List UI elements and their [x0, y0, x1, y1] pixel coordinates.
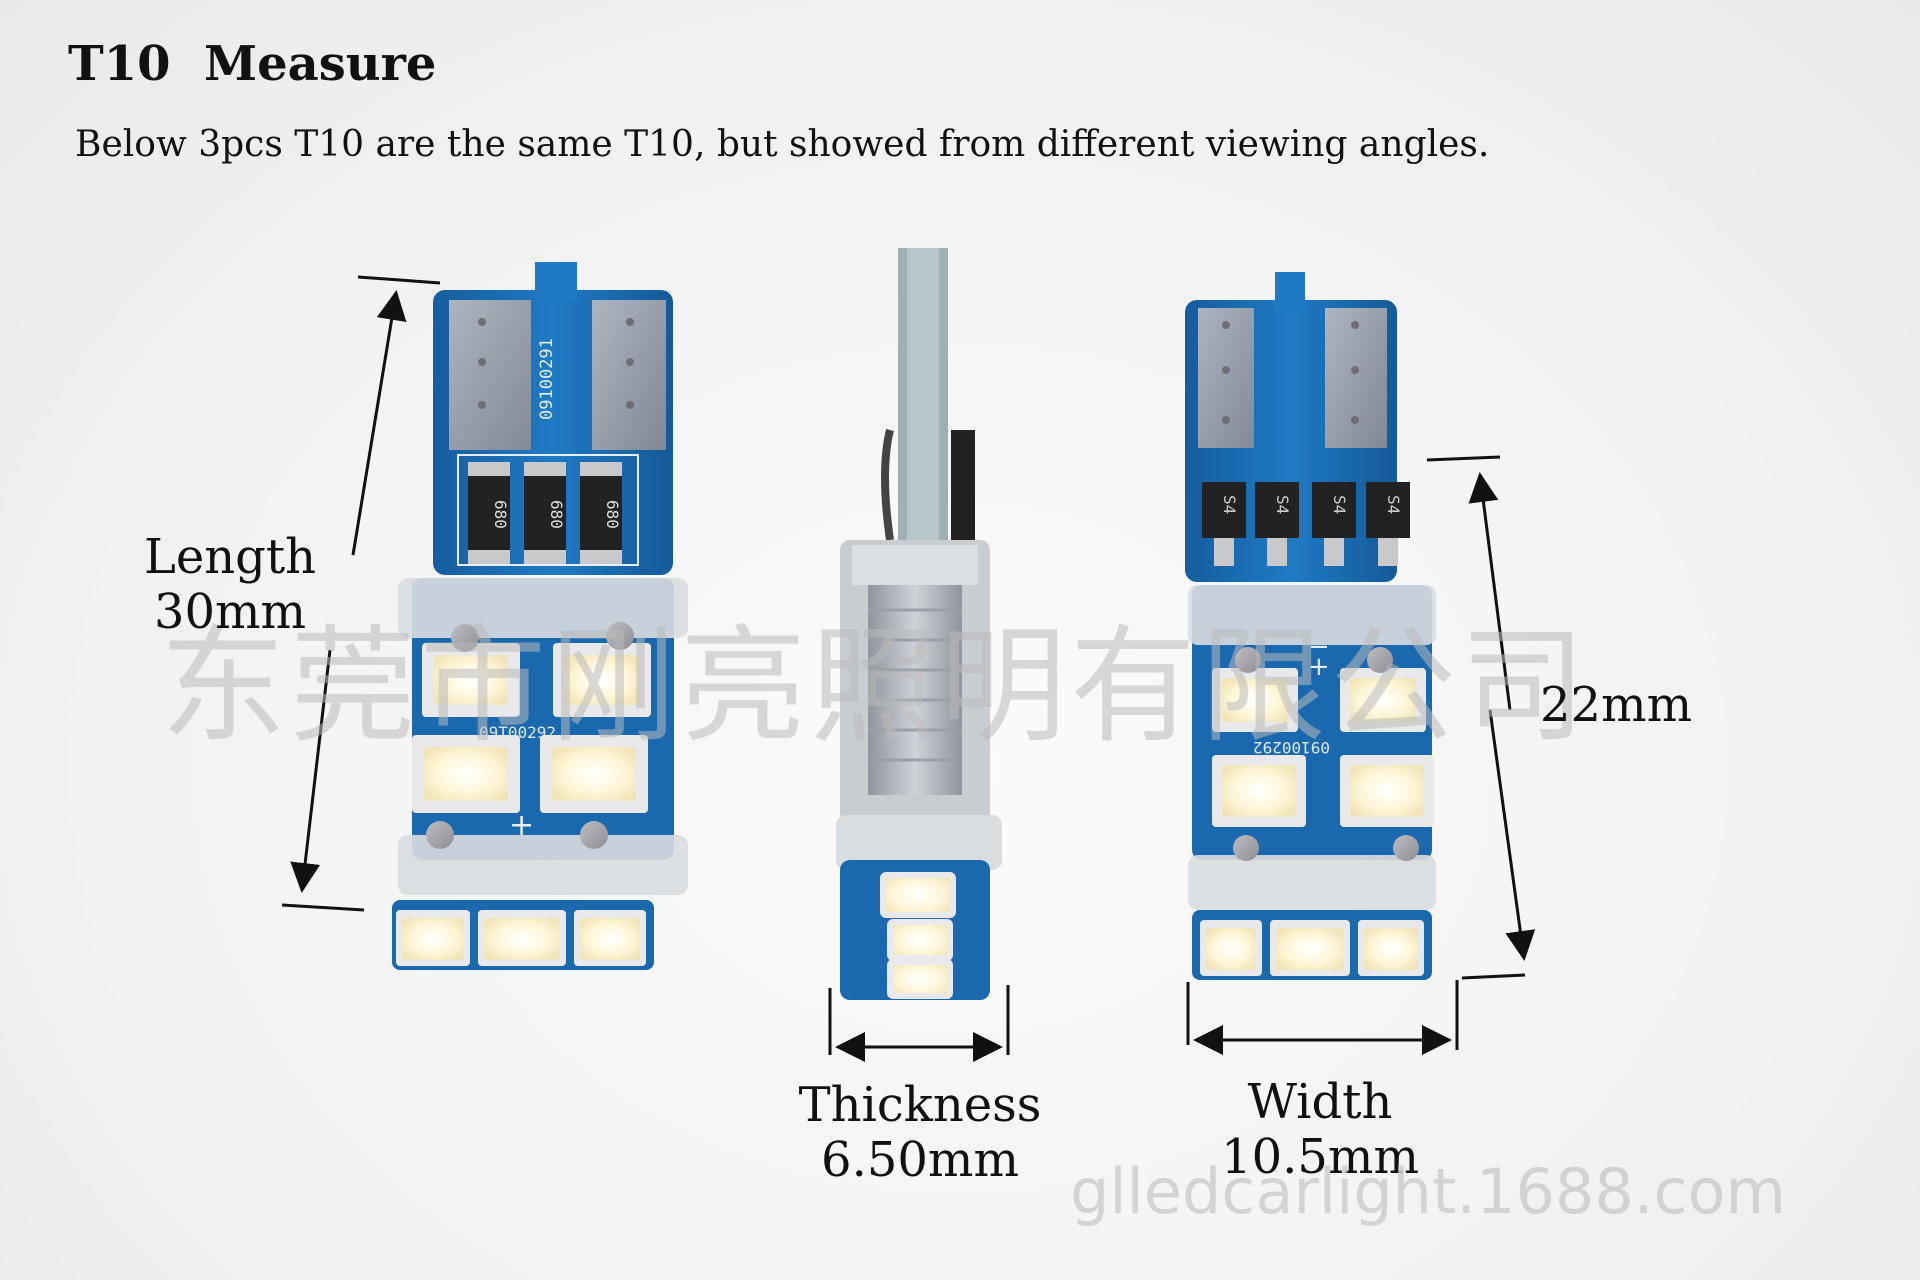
- length-value: 30mm: [153, 584, 307, 641]
- width-label: Width 10.5mm: [1200, 1074, 1440, 1186]
- plus-sign: +: [1308, 652, 1330, 682]
- left-led-code: 09T00292: [479, 723, 556, 742]
- length-dimension: [281, 275, 441, 912]
- left-bulb: 09100291 680 680 680: [392, 262, 688, 970]
- right-led-code: 09100292: [1253, 738, 1330, 757]
- left-board-code: 09100291: [537, 338, 557, 420]
- width-name: Width: [1247, 1074, 1393, 1130]
- thickness-name: Thickness: [798, 1077, 1042, 1133]
- watermark-chinese: 东莞市刚亮照明有限公司: [160, 613, 1590, 760]
- plus-sign: +: [509, 808, 534, 843]
- middle-bulb: [836, 248, 1002, 1000]
- thickness-dimension: [828, 985, 1010, 1062]
- right-bulb: S4 S4 S4 S4 − + 09100292: [1185, 272, 1436, 980]
- minus-sign: −: [1308, 632, 1330, 662]
- resistor-marking: 680: [603, 500, 622, 529]
- length-label: Length 30mm: [120, 529, 340, 641]
- diode-marking: S4: [1273, 495, 1292, 514]
- height-value: 22mm: [1540, 677, 1693, 733]
- diode-marking: S4: [1384, 495, 1403, 514]
- thickness-label: Thickness 6.50mm: [780, 1077, 1060, 1189]
- width-dimension: [1186, 980, 1459, 1055]
- length-name: Length: [143, 529, 317, 585]
- page-subtitle: Below 3pcs T10 are the same T10, but sho…: [75, 124, 1490, 165]
- resistor-marking: 680: [547, 500, 566, 529]
- diode-marking: S4: [1220, 495, 1239, 514]
- watermark-site: glledcarlight.1688.com: [1070, 1155, 1786, 1228]
- height-dimension: [1426, 455, 1536, 980]
- page-title: T10 Measure: [68, 36, 437, 92]
- diode-marking: S4: [1330, 495, 1349, 514]
- thickness-value: 6.50mm: [821, 1132, 1019, 1189]
- width-value: 10.5mm: [1221, 1129, 1419, 1186]
- resistor-marking: 680: [491, 500, 510, 529]
